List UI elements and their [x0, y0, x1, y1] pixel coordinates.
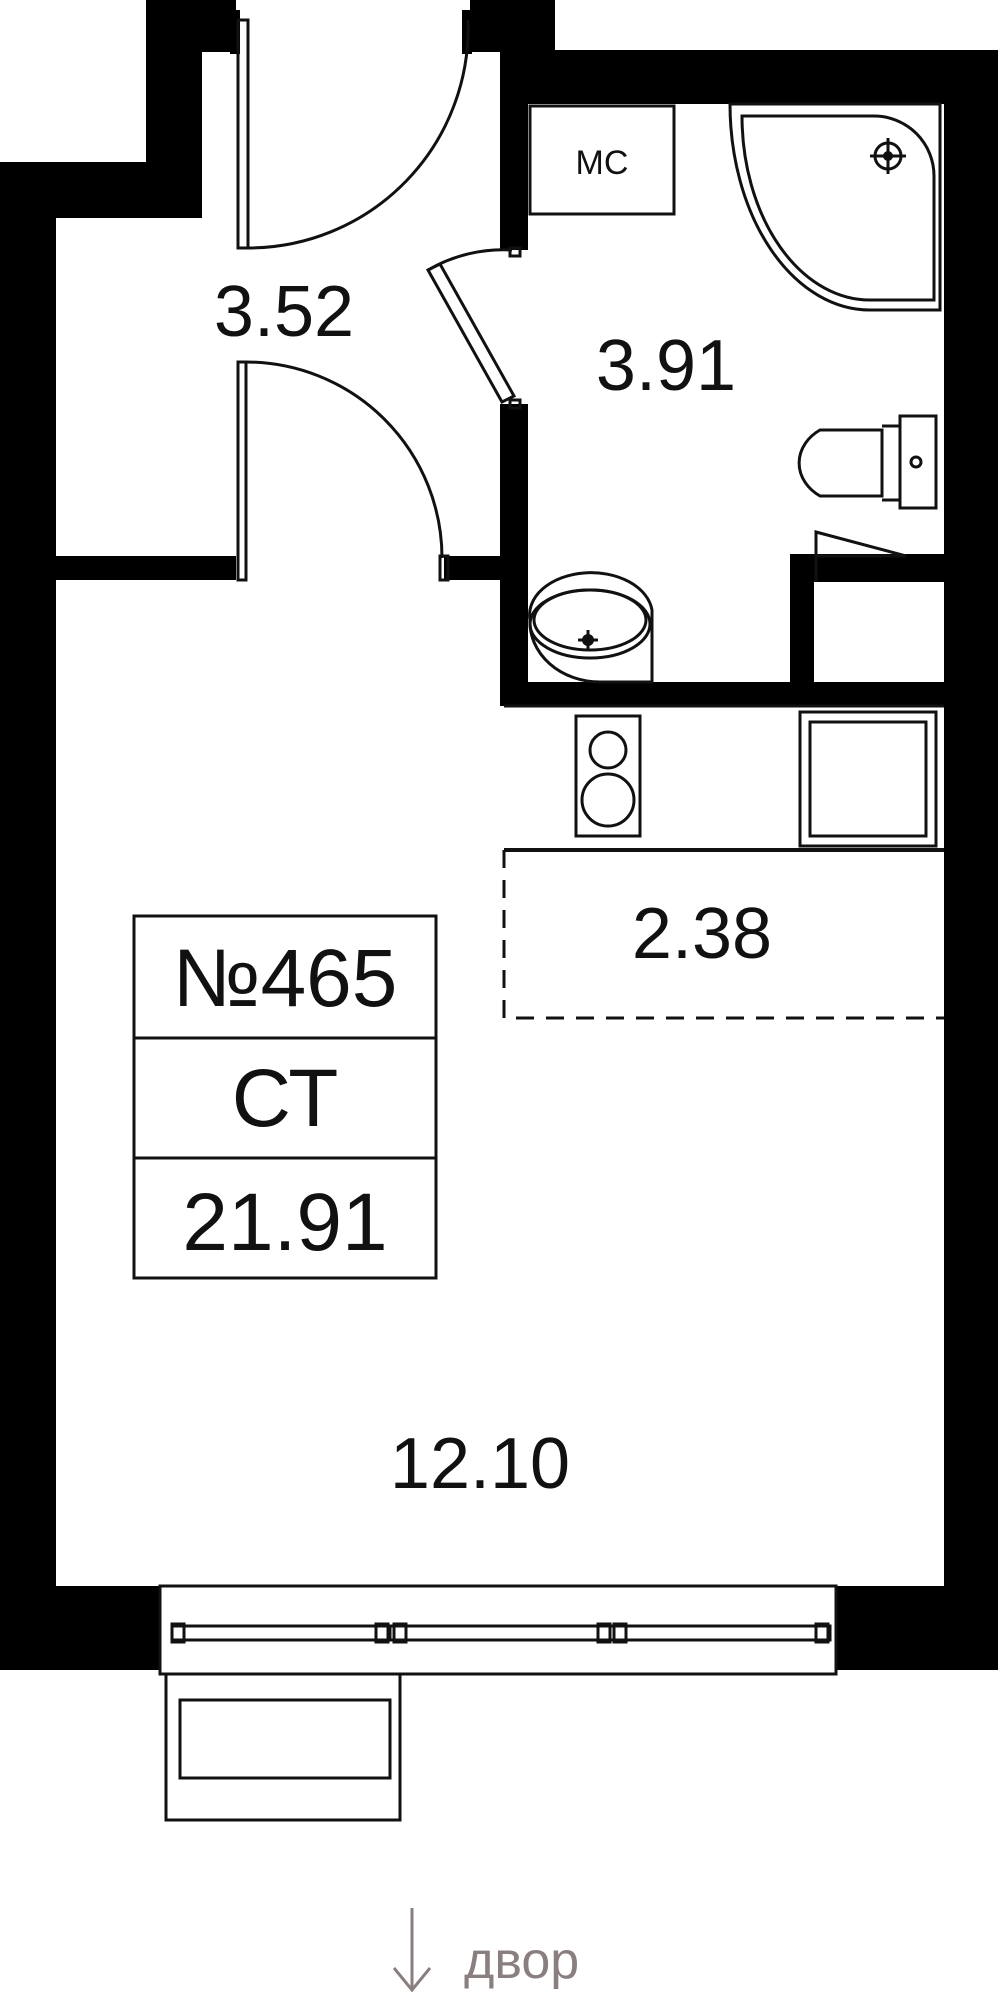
bathroom-fixtures: МС: [528, 102, 942, 684]
window-handle-2: [374, 1622, 390, 1644]
balcony-outer: [164, 1672, 402, 1822]
orientation-label: двор: [464, 1932, 579, 1990]
balcony-inner: [178, 1698, 392, 1780]
bathroom-door-jamb-2: [508, 398, 522, 410]
cooktop-icon: [574, 714, 642, 838]
shower-drain-icon: [870, 138, 906, 174]
bathroom-door-swing: [427, 248, 513, 272]
sink-icon: [528, 571, 654, 684]
wall-bathroom-left-upper: [500, 50, 528, 250]
jamb-left-top: [230, 10, 240, 54]
apartment-total-area: 21.91: [182, 1177, 387, 1268]
toilet-icon: [797, 414, 938, 510]
shower-tray-outer: [728, 102, 942, 312]
window-frame: [158, 1584, 838, 1676]
window-handle-5: [612, 1622, 628, 1644]
entrance-door-leaf: [236, 18, 250, 250]
toilet-cabinet-label: МС: [576, 144, 629, 182]
bathroom-door-jamb: [508, 246, 522, 258]
living-door-swing: [245, 360, 444, 559]
entrance-door-swing: [247, 19, 470, 250]
orientation: двор: [392, 1908, 579, 1993]
kitchen-zone-boundary: [502, 850, 944, 1020]
hall-area-label: 3.52: [214, 272, 354, 352]
living-door-stop: [438, 554, 450, 582]
window-sill-line: [170, 1624, 832, 1642]
wall-hall-bottom-right: [444, 556, 528, 580]
wall-right: [944, 50, 998, 1670]
wall-hall-bottom-left: [56, 556, 236, 580]
wall-top-left-cap: [146, 0, 236, 52]
bathroom-area-label: 3.91: [596, 326, 736, 406]
kitchen: [502, 704, 944, 1020]
bathroom-door-leaf: [425, 262, 517, 404]
shower-tray-inner: [740, 114, 936, 302]
apartment-type: СТ: [232, 1053, 339, 1144]
window-handle-4: [596, 1622, 612, 1644]
apartment-info-box: №465 СТ 21.91: [132, 914, 438, 1280]
wall-niche-top: [790, 554, 944, 582]
window-handle-3: [392, 1622, 408, 1644]
wall-top: [500, 50, 998, 104]
wall-bathroom-left-lower: [500, 404, 528, 704]
wall-bottom-right: [836, 1586, 998, 1670]
window-balcony: [158, 1584, 838, 1822]
walls: [0, 0, 998, 1670]
window-handle-6: [814, 1622, 830, 1644]
apartment-number: №465: [173, 933, 398, 1024]
wall-bottom-left: [0, 1586, 160, 1670]
doors: [236, 18, 522, 582]
toilet-cabinet-box: [528, 104, 676, 216]
arrow-down-icon: [392, 1908, 432, 1993]
living-door-leaf: [236, 360, 248, 582]
wall-bathroom-bottom: [500, 682, 944, 706]
info-box-frame: [132, 914, 438, 1280]
wall-left: [0, 162, 56, 1670]
kitchen-sink-icon: [798, 710, 938, 848]
kitchen-area-label: 2.38: [632, 894, 772, 974]
window-handle-1: [170, 1622, 186, 1644]
washer-icon: [814, 530, 907, 582]
living-area-label: 12.10: [390, 1424, 570, 1504]
